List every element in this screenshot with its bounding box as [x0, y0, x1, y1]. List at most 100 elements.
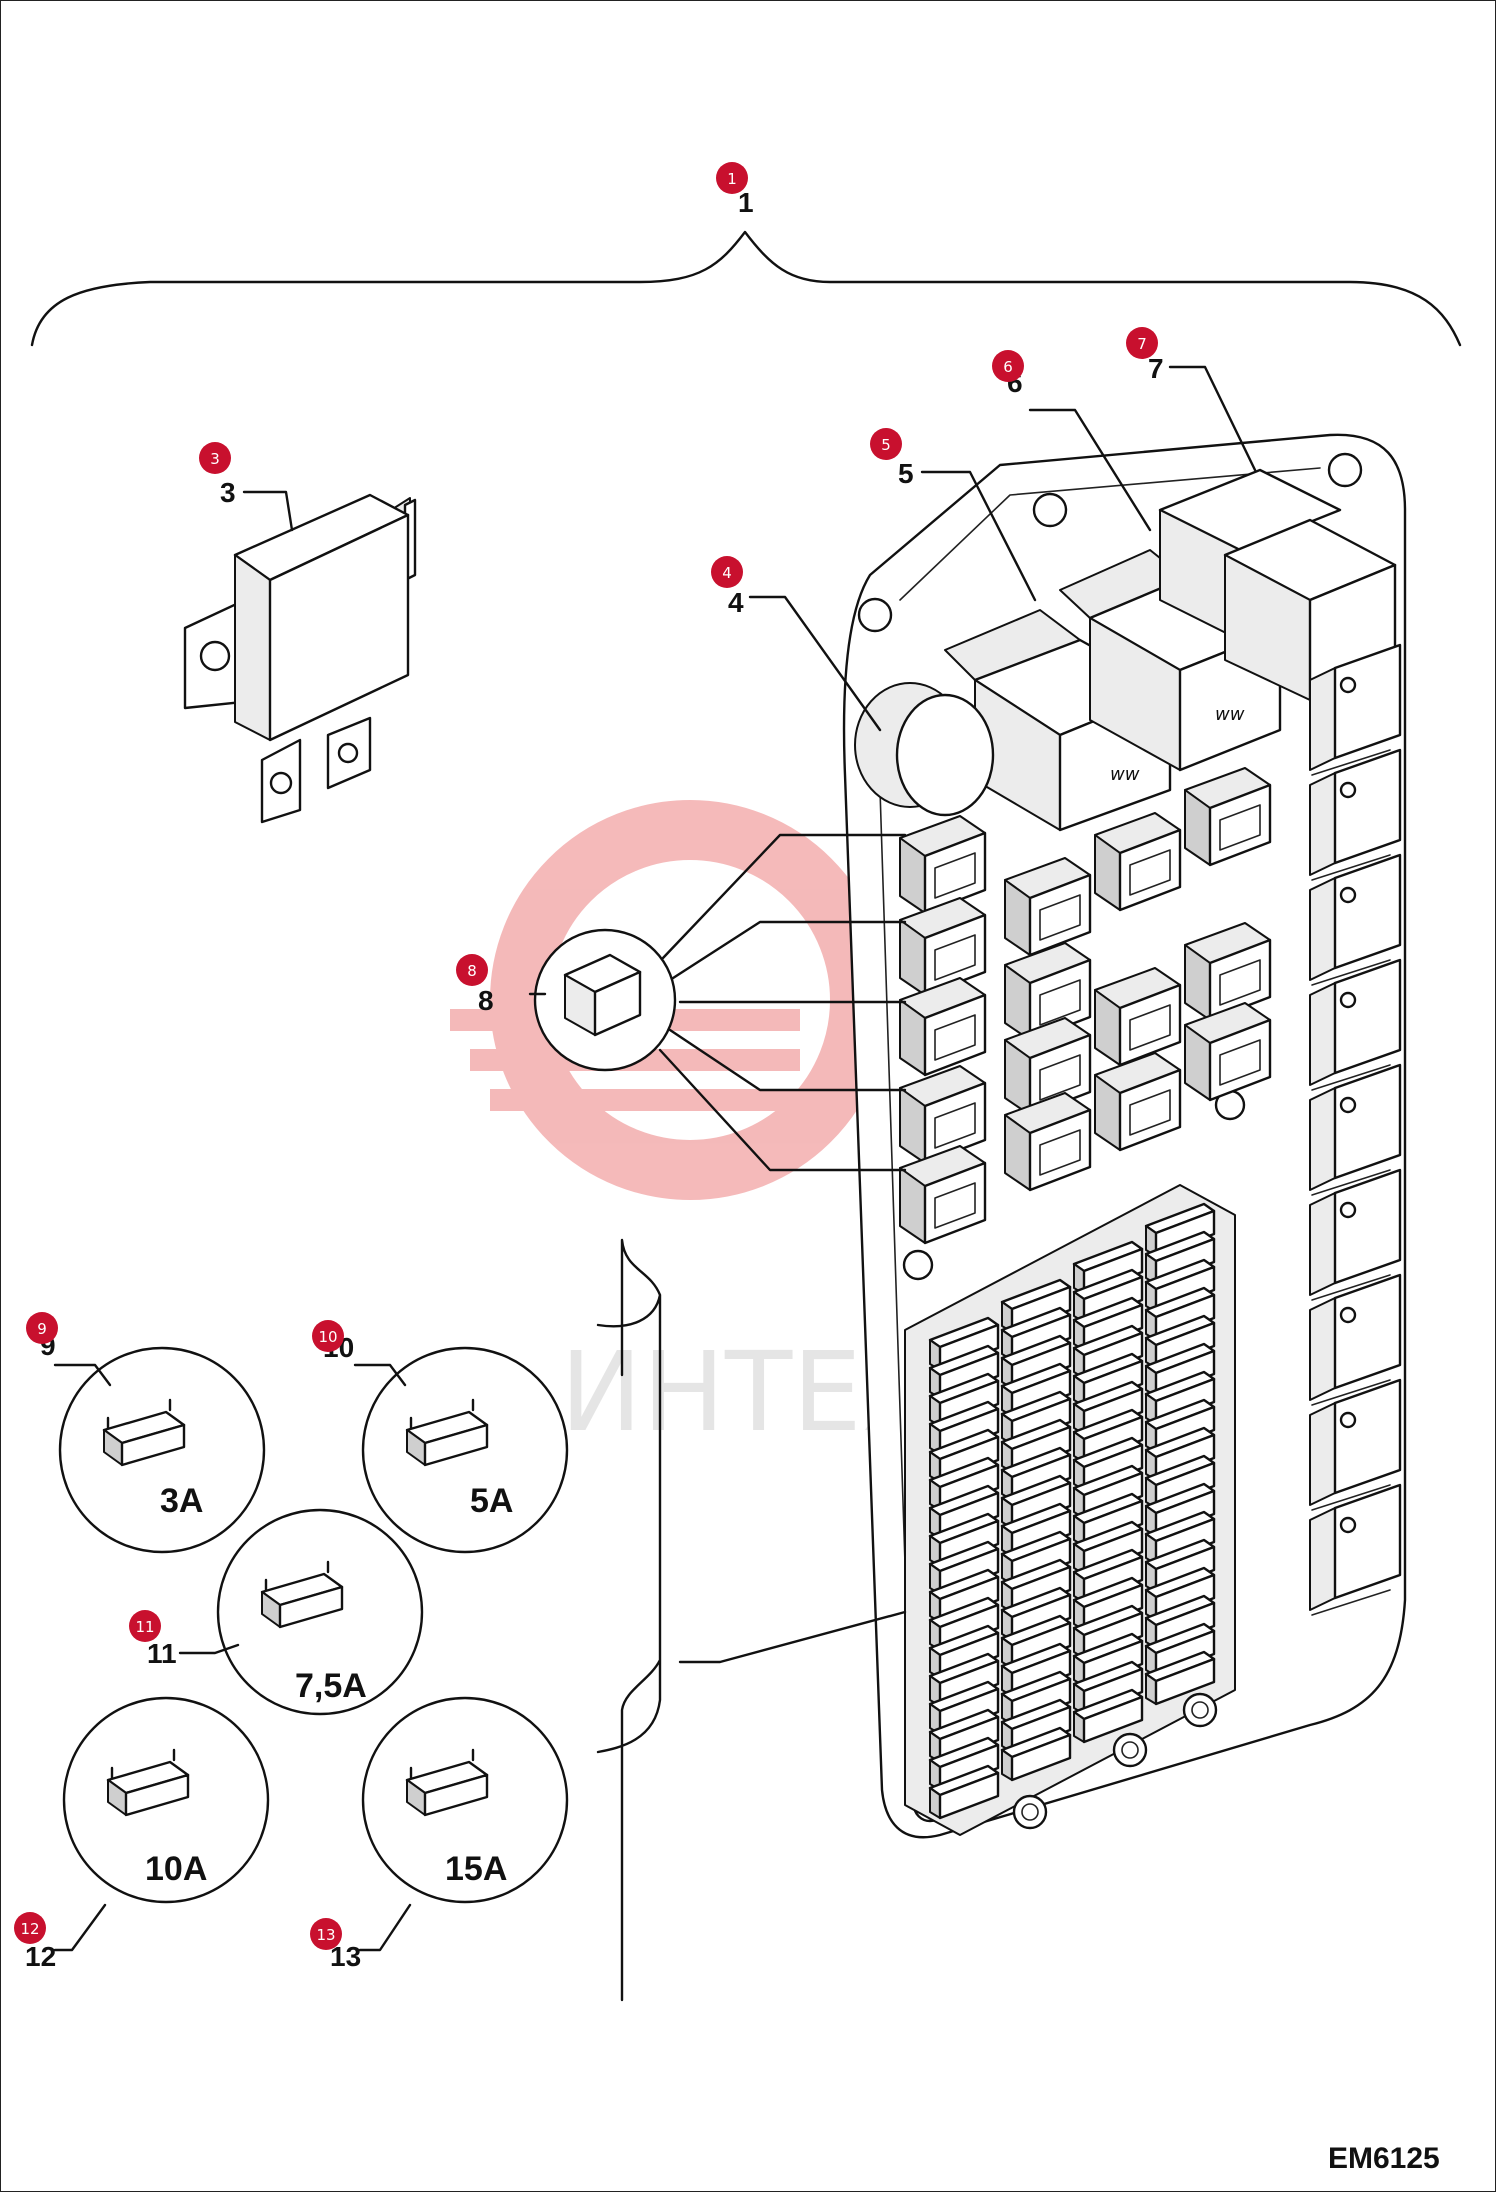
rail-fuse-6 [1309, 1168, 1402, 1301]
rail-fuse-2 [1309, 748, 1402, 881]
fuse-rating-label: 3A [160, 1482, 203, 1520]
callout-badge-number: 9 [37, 1320, 47, 1338]
fuse-detail-9: 3A9 [40, 1330, 266, 1554]
blade-fuse-icon [102, 1398, 186, 1467]
mini-relay-14 [1184, 922, 1272, 1022]
callout-badge-number: 10 [318, 1328, 337, 1346]
callout-badge-8[interactable]: 8 [456, 954, 488, 986]
callout-badge-1[interactable]: 1 [716, 162, 748, 194]
callout-badge-10[interactable]: 10 [312, 1320, 344, 1352]
rail-fuse-1 [1309, 643, 1402, 776]
leader-6 [1028, 408, 1152, 532]
callout-badge-4[interactable]: 4 [711, 556, 743, 588]
leader-fuses [678, 1610, 907, 1664]
block-fuse [1000, 1474, 1072, 1530]
mini-relay-grid [899, 767, 1272, 1245]
mini-relay-7 [1004, 942, 1092, 1042]
callout-badge-11[interactable]: 11 [129, 1610, 161, 1642]
callout-text-12: 12 [25, 1941, 56, 1972]
fuse-rating-label: 7,5A [295, 1667, 367, 1705]
mini-relay-3 [899, 977, 987, 1077]
block-fuse [1000, 1726, 1072, 1782]
callout-text-8: 8 [478, 985, 494, 1016]
rail-fuse-5 [1309, 1063, 1402, 1196]
callout-badge-number: 3 [210, 450, 220, 468]
block-fuse [1072, 1688, 1144, 1744]
fuses-brace [596, 1238, 662, 2002]
callout-badge-9[interactable]: 9 [26, 1312, 58, 1344]
svg-text:ww: ww [1215, 704, 1245, 725]
mini-relay-5 [899, 1145, 987, 1245]
callout-badge-number: 6 [1003, 358, 1013, 376]
rail-fuse-9 [1309, 1483, 1402, 1616]
callout-badge-number: 8 [467, 962, 477, 980]
callout-badge-number: 4 [722, 564, 732, 582]
callout-badge-number: 12 [20, 1920, 39, 1938]
rail-fuse-3 [1309, 853, 1402, 986]
block-fuse [1144, 1650, 1216, 1706]
mini-relay-12 [1094, 1052, 1182, 1152]
blade-fuse-icon [405, 1748, 489, 1817]
callout-badge-number: 7 [1137, 335, 1147, 353]
mini-relay-6 [1004, 857, 1092, 957]
rail-fuse-8 [1309, 1378, 1402, 1511]
callout-text-3: 3 [220, 477, 236, 508]
blade-fuse-icon [106, 1748, 190, 1817]
mini-relay-13 [1184, 767, 1272, 867]
mount-boss-3 [1182, 1692, 1218, 1728]
block-fuse [1000, 1586, 1072, 1642]
callout-badge-7[interactable]: 7 [1126, 327, 1158, 359]
callout-text-1: 1 [738, 187, 754, 218]
callout-badge-3[interactable]: 3 [199, 442, 231, 474]
callout-badge-number: 5 [881, 436, 891, 454]
callout-badge-number: 13 [316, 1926, 335, 1944]
drawing-code: EM6125 [1328, 2142, 1440, 2175]
blade-fuse-block [904, 1184, 1236, 1836]
fuse-rating-label: 5A [470, 1482, 513, 1520]
side-fuse-rail [1309, 643, 1402, 1616]
callout-text-7: 7 [1148, 353, 1164, 384]
buzzer-item-4 [854, 682, 995, 817]
relay-item-7 [1158, 468, 1397, 702]
callout-text-11: 11 [147, 1638, 177, 1669]
callout-badge-number: 11 [135, 1618, 154, 1636]
fuse-rating-label: 10A [145, 1850, 207, 1888]
callout-badge-5[interactable]: 5 [870, 428, 902, 460]
mini-relay-15 [1184, 1002, 1272, 1102]
assembly-brace [30, 230, 1462, 347]
leader-4 [748, 595, 882, 732]
callout-badge-number: 1 [727, 170, 737, 188]
fuse-rating-label: 15A [445, 1850, 507, 1888]
blade-fuse-icon [405, 1398, 489, 1467]
leader-5 [920, 470, 1037, 602]
mini-relay-11 [1094, 967, 1182, 1067]
mount-boss-1 [1012, 1794, 1048, 1830]
mini-relay-4 [899, 1065, 987, 1165]
block-fuse [928, 1596, 1000, 1652]
fuse-detail-11: 7,5A 11 [147, 1508, 424, 1716]
mini-relay-9 [1004, 1092, 1092, 1192]
block-fuse [1072, 1380, 1144, 1436]
rail-fuse-7 [1309, 1273, 1402, 1406]
mount-boss-2 [1112, 1732, 1148, 1768]
callout-text-5: 5 [898, 458, 914, 489]
rail-fuse-4 [1309, 958, 1402, 1091]
mini-relay-10 [1094, 812, 1182, 912]
block-fuse [928, 1344, 1000, 1400]
callout-badge-12[interactable]: 12 [14, 1912, 46, 1944]
leader-3 [242, 490, 294, 532]
callout-badge-6[interactable]: 6 [992, 350, 1024, 382]
leader-7 [1168, 365, 1257, 472]
callout-text-4: 4 [728, 587, 744, 618]
mini-relay-detail-item-8 [528, 833, 907, 1172]
block-fuse [1144, 1230, 1216, 1286]
svg-text:ww: ww [1110, 764, 1140, 785]
mini-relay-1 [899, 815, 987, 915]
block-fuse [928, 1764, 1000, 1820]
callout-badge-13[interactable]: 13 [310, 1918, 342, 1950]
